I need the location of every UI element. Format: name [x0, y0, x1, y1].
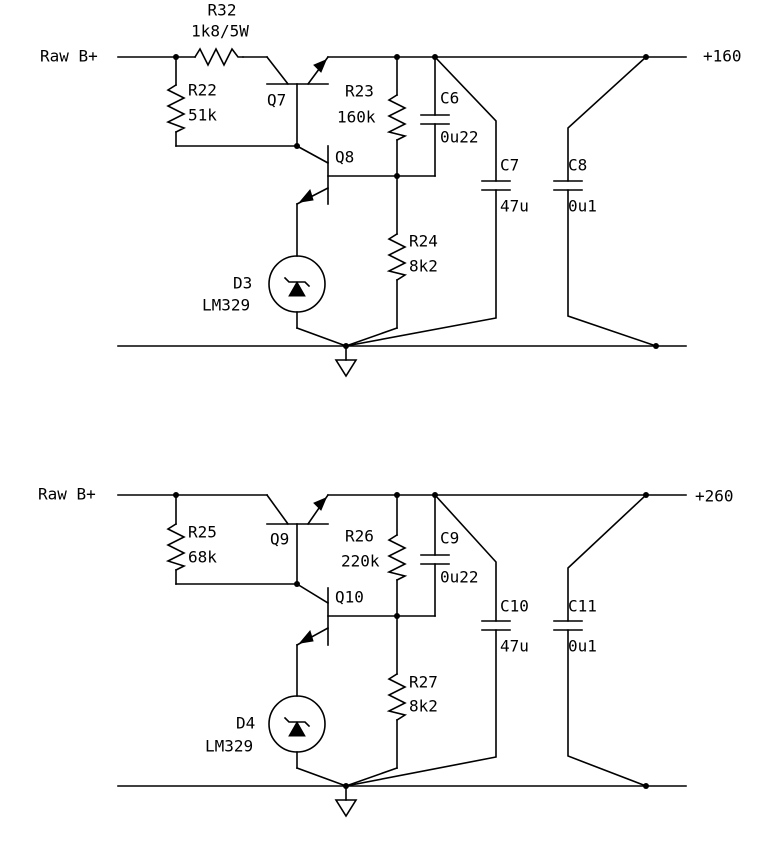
junction-dot: [394, 54, 400, 60]
d3-ref: D3: [233, 274, 252, 293]
c9-value: 0u22: [440, 568, 479, 587]
junction-dot: [432, 54, 438, 60]
q10-ref: Q10: [335, 588, 364, 607]
q10-collector: [295, 582, 330, 605]
c10-ref: C10: [500, 597, 529, 616]
q9-ref: Q9: [270, 530, 289, 549]
q9-collector: [265, 493, 290, 526]
input-label-top: Raw B+: [40, 47, 98, 66]
r23-value: 160k: [337, 108, 376, 127]
output-label-top: +160: [703, 47, 742, 66]
r26-value: 220k: [341, 552, 380, 571]
c11-bottom-wire: [567, 629, 648, 788]
c8-value: 0u1: [568, 197, 597, 216]
c9-ref: C9: [440, 529, 459, 548]
r24-ref: R24: [409, 232, 438, 251]
c6-ref: C6: [440, 89, 459, 108]
q7-emitter-arrow: [313, 59, 327, 73]
c7-bottom-wire: [345, 189, 497, 347]
d4-value: LM329: [205, 737, 253, 756]
r25-value: 68k: [188, 548, 217, 567]
junction-dot: [394, 173, 400, 179]
q8-ref: Q8: [335, 148, 354, 167]
junction-dot: [394, 613, 400, 619]
r24-value: 8k2: [409, 257, 438, 276]
r24-to-ground-wire: [344, 326, 399, 348]
output-label-bottom: +260: [695, 487, 734, 506]
r27-ref: R27: [409, 673, 438, 692]
zener-bar-d3: [283, 276, 311, 288]
r32-ref: R32: [208, 1, 237, 20]
r27-value: 8k2: [409, 697, 438, 716]
junction-dot: [173, 54, 179, 60]
junction-dot: [394, 492, 400, 498]
input-label-bottom: Raw B+: [38, 485, 96, 504]
r32-value: 1k8/5W: [191, 22, 249, 41]
c10-bottom-wire: [345, 629, 497, 787]
c7-value: 47u: [500, 197, 529, 216]
junction-dot: [294, 581, 300, 587]
c8-ref: C8: [568, 156, 587, 175]
q8-collector: [295, 144, 330, 165]
c11-value: 0u1: [568, 637, 597, 656]
d4-to-ground-wire: [295, 766, 348, 788]
q8-emitter-arrow: [298, 188, 314, 203]
resistor-r27-symbol: [386, 672, 408, 722]
junction-dot: [432, 492, 438, 498]
zener-icon-d3: [288, 280, 306, 297]
c10-top-wire: [433, 493, 497, 622]
resistor-r26-symbol: [386, 533, 408, 582]
d3-value: LM329: [202, 296, 250, 315]
d4-ref: D4: [236, 714, 255, 733]
c7-ref: C7: [500, 156, 519, 175]
zener-bar-d4: [283, 716, 311, 728]
zener-icon-d4: [288, 720, 306, 737]
regulator-bottom: R25 68k Q9 Q10 D4 LM329 R26 220k: [38, 485, 734, 818]
junction-dot: [643, 783, 649, 789]
c6-value: 0u22: [440, 128, 479, 147]
junction-dot: [643, 54, 649, 60]
resistor-r24-symbol: [386, 232, 408, 282]
c8-bottom-wire: [567, 189, 658, 348]
regulator-top: R32 1k8/5W R22 51k Q7 Q8 D3 LM329: [40, 1, 742, 378]
r22-ref: R22: [188, 81, 217, 100]
ground-icon-top: [334, 359, 358, 378]
resistor-r22-symbol: [166, 83, 186, 134]
c11-ref: C11: [568, 597, 597, 616]
q9-emitter-arrow: [313, 497, 327, 511]
r25-ref: R25: [188, 523, 217, 542]
junction-dot: [643, 492, 649, 498]
junction-dot: [294, 143, 300, 149]
c11-top-wire: [567, 493, 648, 622]
d3-to-ground-wire: [295, 326, 348, 348]
r23-ref: R23: [345, 82, 374, 101]
resistor-r32-symbol: [193, 47, 244, 67]
q10-emitter-arrow: [298, 629, 314, 644]
resistor-r25-symbol: [165, 522, 187, 572]
r27-to-ground-wire: [344, 766, 399, 788]
c10-value: 47u: [500, 637, 529, 656]
c7-top-wire: [433, 55, 497, 182]
junction-dot: [653, 343, 659, 349]
q7-ref: Q7: [267, 91, 286, 110]
r22-value: 51k: [188, 106, 217, 125]
q7-collector: [265, 55, 290, 86]
ground-icon-bottom: [334, 799, 358, 818]
c8-top-wire: [567, 55, 648, 182]
r26-ref: R26: [345, 527, 374, 546]
junction-dot: [173, 492, 179, 498]
resistor-r23-symbol: [386, 93, 408, 142]
